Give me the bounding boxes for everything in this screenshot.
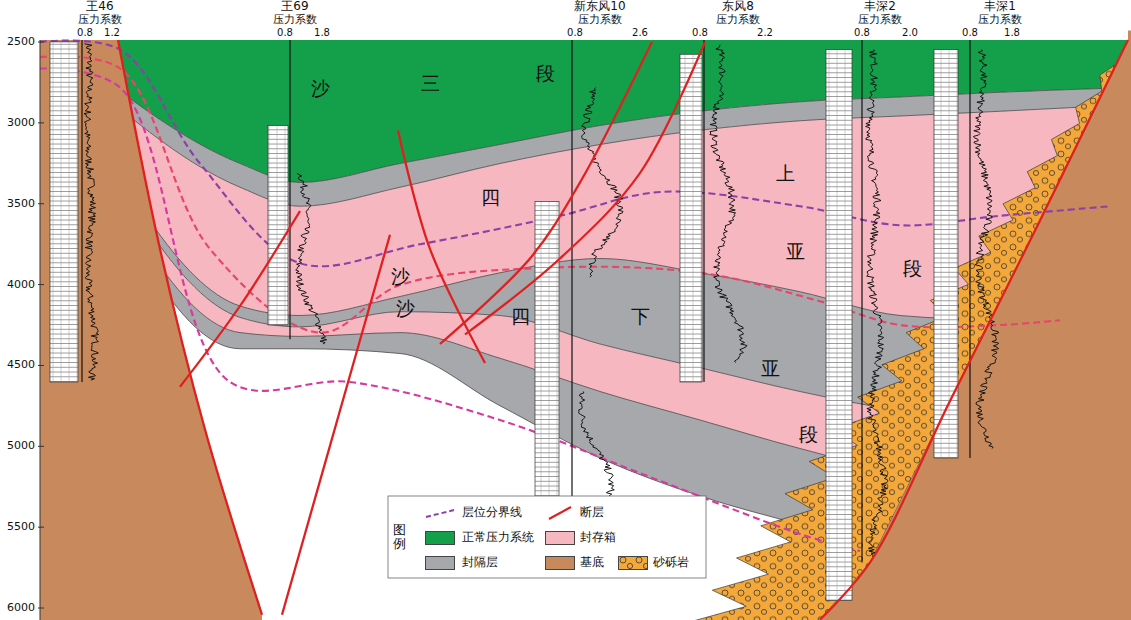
depth-tick (38, 527, 44, 528)
depth-tick (38, 122, 44, 123)
depth-label: 4500 (7, 359, 35, 371)
depth-label: 5000 (7, 440, 35, 452)
scale-value: 2.0 (902, 27, 918, 38)
depth-label: 5500 (7, 521, 35, 533)
scale-value: 2.2 (757, 27, 773, 38)
section-body (40, 31, 1131, 620)
legend-label: 封存箱 (580, 531, 616, 544)
fault-line (118, 40, 262, 615)
legend-label: 砂砾岩 (653, 556, 689, 569)
depth-label: 2500 (7, 36, 35, 48)
axis-title: 压力系数 (716, 14, 760, 26)
scale-value: 0.8 (692, 27, 708, 38)
legend-label: 正常压力系统 (462, 531, 534, 544)
formation-label: 段 (903, 258, 922, 279)
legend-sample (618, 556, 648, 570)
pressure-curve (84, 44, 99, 380)
legend-box (388, 496, 706, 578)
pressure-curve (710, 45, 747, 363)
well-name: 东风8 (722, 0, 754, 13)
scale-value: 2.6 (632, 27, 648, 38)
legend-label: 基底 (580, 556, 604, 569)
legend-label: 断层 (580, 506, 604, 519)
lithology-column (50, 42, 78, 382)
axis-title: 压力系数 (858, 14, 902, 26)
formation-label: 四 (481, 186, 500, 207)
pressure-axis (969, 40, 970, 458)
scale-value: 0.8 (277, 27, 293, 38)
scale-value: 1.2 (104, 27, 120, 38)
scale-value: 0.8 (962, 27, 978, 38)
legend-label: 封隔层 (462, 556, 498, 569)
depth-tick (38, 203, 44, 204)
well-name: 丰深1 (984, 0, 1016, 13)
formation-label: 沙 (396, 297, 415, 318)
depth-tick (38, 608, 44, 609)
depth-tick (38, 446, 44, 447)
pressure-axis (289, 40, 290, 339)
formation-label: 下 (631, 305, 650, 326)
fault-line (180, 211, 300, 387)
well-name: 新东风10 (574, 0, 625, 13)
legend-sample (425, 506, 455, 520)
formation-label: 沙 (311, 77, 330, 98)
depth-tick (38, 284, 44, 285)
fault-line (282, 235, 390, 615)
axis-title: 压力系数 (978, 14, 1022, 26)
fault-line (820, 40, 1128, 620)
legend-swatch (545, 556, 575, 570)
well-name: 王69 (281, 0, 308, 13)
depth-label: 6000 (7, 602, 35, 614)
basement (40, 40, 262, 620)
depth-tick (38, 365, 44, 366)
pressure-curve (579, 392, 615, 510)
pressure-axis (81, 40, 82, 382)
formation-label: 段 (799, 424, 818, 445)
legend-label: 层位分界线 (462, 506, 522, 519)
depth-label: 4000 (7, 279, 35, 291)
formation-label: 上 (776, 163, 795, 184)
pressure-curve (296, 173, 327, 344)
pressure-curve (866, 50, 888, 557)
legend-swatch (545, 531, 575, 545)
scale-value: 0.8 (567, 27, 583, 38)
legend-title: 图例 (393, 523, 406, 552)
axis-title: 压力系数 (578, 14, 622, 26)
lithology-column (680, 54, 702, 382)
depth-axis (40, 40, 41, 620)
lithology-column (934, 50, 958, 459)
pressure-axis (861, 40, 862, 563)
lithology-column (826, 50, 852, 601)
formation-label: 沙 (391, 265, 410, 286)
scale-value: 0.8 (77, 27, 93, 38)
legend-swatch (425, 531, 455, 545)
lithology-column (268, 126, 288, 326)
scale-value: 1.8 (314, 27, 330, 38)
formation-label: 段 (536, 63, 555, 84)
fault-line (440, 42, 652, 344)
formation-label: 亚 (786, 240, 805, 261)
formation-label: 亚 (761, 357, 780, 378)
legend-sample (545, 506, 575, 520)
pressure-curve (974, 50, 999, 449)
axis-title: 压力系数 (78, 14, 122, 26)
pressure-curve (582, 88, 623, 278)
pressure-axis (703, 40, 704, 382)
depth-label: 3000 (7, 117, 35, 129)
well-name: 丰深2 (864, 0, 896, 13)
basement (820, 31, 1131, 620)
axis-title: 压力系数 (273, 14, 317, 26)
fault-line (465, 42, 705, 335)
well-name: 王46 (86, 0, 113, 13)
formation-label: 三 (421, 72, 440, 93)
scale-value: 0.8 (854, 27, 870, 38)
legend-swatch (425, 556, 455, 570)
formation-label: 四 (511, 305, 530, 326)
depth-tick (38, 42, 44, 43)
pressure-axis (571, 40, 572, 515)
depth-label: 3500 (7, 198, 35, 210)
scale-value: 1.8 (1004, 27, 1020, 38)
horizon-line (40, 68, 860, 551)
